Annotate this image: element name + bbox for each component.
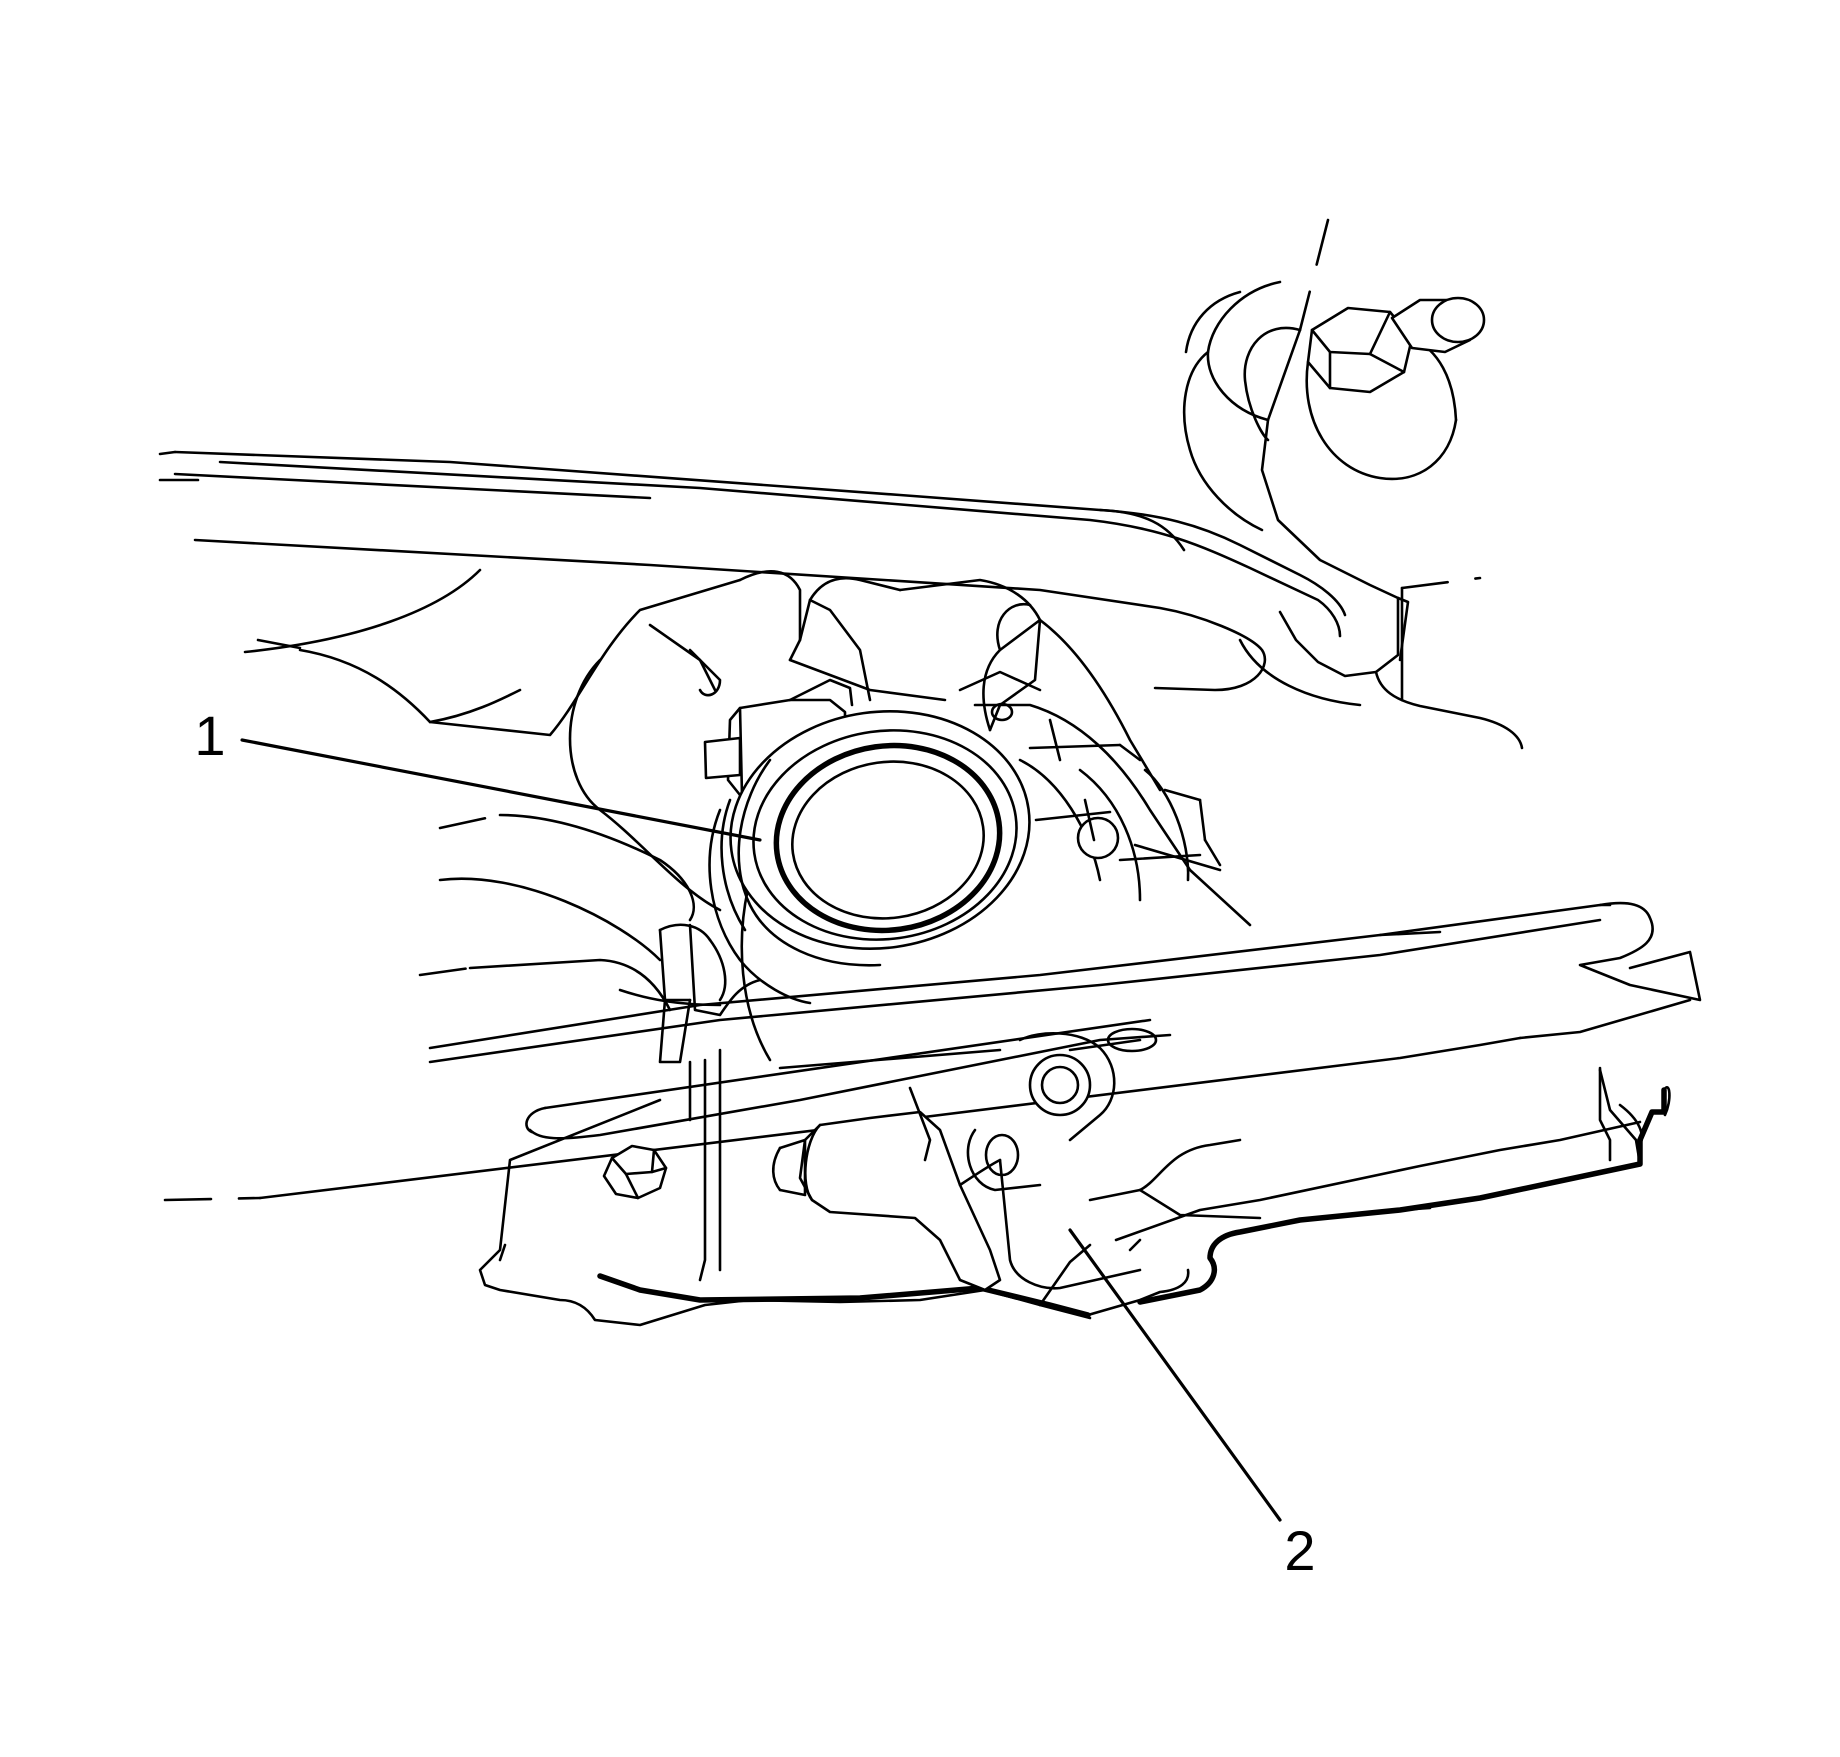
callout-2-label: 2 xyxy=(1284,1519,1315,1582)
upper-crossmember xyxy=(158,450,1347,692)
lower-control-arm-bracket xyxy=(478,1032,1671,1327)
frame-channel xyxy=(498,998,722,1282)
output-flange-seal xyxy=(708,709,1031,1005)
callout-2: 2 xyxy=(1068,1228,1316,1582)
lower-crossmember xyxy=(163,901,1702,1202)
differential-housing xyxy=(740,618,1252,1062)
frame-bolt xyxy=(602,1144,668,1200)
support-bracket xyxy=(798,576,1042,732)
callout-1-leader xyxy=(240,738,762,842)
callout-2-leader xyxy=(1068,1228,1282,1522)
callout-1: 1 xyxy=(194,704,762,842)
mount-nut xyxy=(1305,296,1486,481)
callout-1-label: 1 xyxy=(194,704,225,767)
upper-mount-bracket xyxy=(1183,218,1524,750)
